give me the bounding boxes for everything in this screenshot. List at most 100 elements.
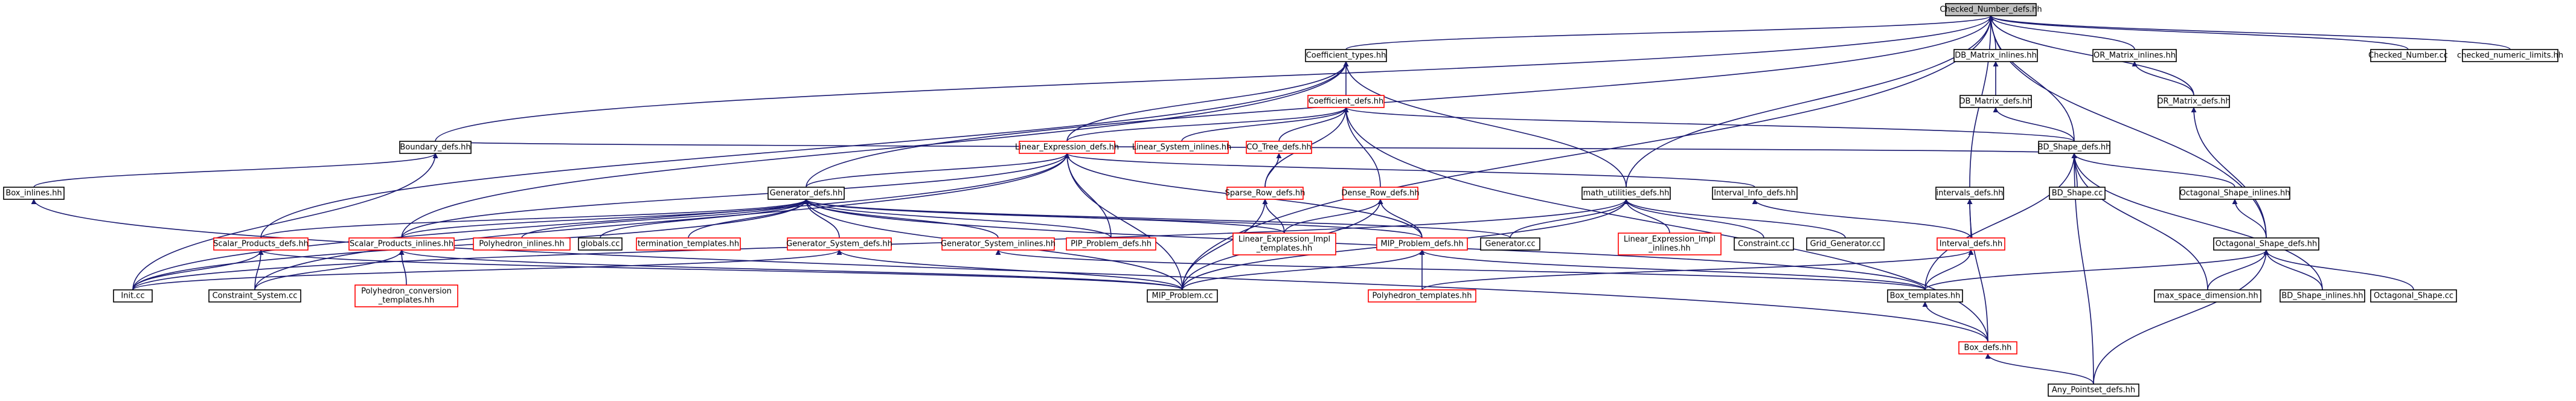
node-generator-system-inlines[interactable]: Generator_System_inlines.hh: [941, 237, 1056, 251]
node-or-matrix-defs[interactable]: OR_Matrix_defs.hh: [2157, 95, 2231, 108]
edge-generator-cc-to-math-utilities-defs: [1510, 199, 1629, 239]
node-label: BD_Shape.cc: [2052, 189, 2103, 198]
node-linear-expression-defs[interactable]: Linear_Expression_defs.hh: [1015, 141, 1119, 154]
node-coefficient-defs[interactable]: Coefficient_defs.hh: [1307, 95, 1385, 108]
node-bd-shape-inlines[interactable]: BD_Shape_inlines.hh: [2280, 289, 2365, 303]
edge-pip-problem-defs-to-generator-defs: [803, 199, 1112, 239]
node-box: [113, 289, 153, 303]
node-linear-system-inlines[interactable]: Linear_System_inlines.hh: [1132, 141, 1232, 154]
edge-bd-shape-defs-to-db-matrix-defs: [1993, 107, 2075, 142]
node-checked-numeric-limits[interactable]: checked_numeric_limits.hh: [2457, 49, 2563, 62]
node-octagonal-shape-defs[interactable]: Octagonal_Shape_defs.hh: [2213, 237, 2319, 251]
node-scalar-products-defs[interactable]: Scalar_Products_defs.hh: [213, 237, 309, 251]
node-coefficient-types[interactable]: Coefficient_types.hh: [1305, 49, 1387, 62]
node-checked-number-defs[interactable]: Checked_Number_defs.hh: [1940, 3, 2042, 16]
node-or-matrix-inlines[interactable]: OR_Matrix_inlines.hh: [2092, 49, 2177, 62]
node-layer: Checked_Number_defs.hhCoefficient_types.…: [3, 3, 2563, 397]
node-termination-templates[interactable]: termination_templates.hh: [636, 237, 741, 251]
edge-box-templates-to-octagonal-shape-defs: [1924, 249, 2269, 290]
node-generator-cc[interactable]: Generator.cc: [1480, 237, 1540, 251]
node-box-inlines[interactable]: Box_inlines.hh: [3, 187, 65, 200]
node-label: Grid_Generator.cc: [1810, 240, 1880, 249]
edge-linear-system-inlines-to-coefficient-defs: [1181, 107, 1349, 142]
node-box-defs[interactable]: Box_defs.hh: [1958, 341, 2017, 354]
node-generator-defs[interactable]: Generator_defs.hh: [767, 187, 845, 200]
edge-generator-defs-to-linear-expression-defs: [806, 153, 1070, 188]
node-interval-defs[interactable]: Interval_defs.hh: [1937, 237, 2005, 251]
node-label: Dense_Row_defs.hh: [1341, 189, 1419, 198]
edge-boundary-defs-to-checked-number-defs: [435, 15, 1994, 142]
node-mip-problem-defs[interactable]: MIP_Problem_defs.hh: [1376, 237, 1468, 251]
node-math-utilities-defs[interactable]: math_utilities_defs.hh: [1581, 187, 1671, 200]
node-label: BD_Shape_inlines.hh: [2281, 292, 2363, 301]
node-db-matrix-defs[interactable]: DB_Matrix_defs.hh: [1959, 95, 2033, 108]
node-box: [1232, 233, 1336, 255]
node-box: [2213, 237, 2319, 251]
node-mip-problem-cc[interactable]: MIP_Problem.cc: [1147, 289, 1218, 303]
node-box: [1953, 49, 2038, 62]
edge-mip-problem-defs-to-dense-row-defs: [1377, 199, 1423, 239]
edge-box-inlines-to-boundary-defs: [33, 153, 438, 188]
node-db-matrix-inlines[interactable]: DB_Matrix_inlines.hh: [1953, 49, 2038, 62]
node-label: termination_templates.hh: [638, 240, 739, 249]
node-co-tree-defs[interactable]: CO_Tree_defs.hh: [1246, 141, 1312, 154]
node-label: MIP_Problem.cc: [1152, 292, 1213, 301]
edge-mip-problem-cc-to-checked-number-defs: [1182, 15, 1994, 290]
node-box: [1246, 141, 1312, 154]
edge-mip-problem-cc-to-scalar-products-defs: [258, 249, 1183, 290]
edge-pip-problem-defs-to-linear-expression-defs: [1064, 153, 1112, 239]
node-box-templates[interactable]: Box_templates.hh: [1887, 289, 1963, 303]
node-sparse-row-defs[interactable]: Sparse_Row_defs.hh: [1225, 187, 1306, 200]
node-globals-cc[interactable]: globals.cc: [578, 237, 623, 251]
node-checked-number-cc[interactable]: Checked_Number.cc: [2368, 49, 2448, 62]
node-bd-shape-defs[interactable]: BD_Shape_defs.hh: [2038, 141, 2111, 154]
node-box: [1226, 187, 1304, 200]
node-polyhedron-templates[interactable]: Polyhedron_templates.hh: [1368, 289, 1476, 303]
edge-math-utilities-defs-to-coefficient-types: [1343, 61, 1627, 188]
edge-linear-expression-defs-to-coefficient-types: [1066, 61, 1349, 142]
node-pip-problem-defs[interactable]: PIP_Problem_defs.hh: [1066, 237, 1156, 251]
node-octagonal-shape-inlines[interactable]: Octagonal_Shape_inlines.hh: [2179, 187, 2290, 200]
node-polyhedron-conversion-templates[interactable]: Polyhedron_conversion_templates.hh: [354, 284, 458, 307]
node-polyhedron-inlines[interactable]: Polyhedron_inlines.hh: [473, 237, 571, 251]
node-any-pointset-defs[interactable]: Any_Pointset_defs.hh: [2048, 383, 2139, 397]
edge-box-templates-to-generator-system-inlines: [995, 249, 1926, 290]
node-intervals-defs[interactable]: intervals_defs.hh: [1935, 187, 2004, 200]
edge-or-matrix-inlines-to-checked-number-defs: [1988, 15, 2135, 50]
node-box: [2154, 289, 2261, 303]
node-generator-system-defs[interactable]: Generator_System_defs.hh: [786, 237, 892, 251]
edge-mip-problem-cc-to-linear-expression-defs: [1064, 153, 1183, 290]
node-max-space-dimension[interactable]: max_space_dimension.hh: [2154, 289, 2261, 303]
node-octagonal-shape-cc[interactable]: Octagonal_Shape.cc: [2370, 289, 2457, 303]
node-label: OR_Matrix_inlines.hh: [2094, 51, 2176, 60]
node-grid-generator-cc[interactable]: Grid_Generator.cc: [1806, 237, 1885, 251]
edge-box-templates-to-mip-problem-defs: [1419, 249, 1926, 290]
edge-or-matrix-defs-to-checked-number-defs: [1988, 15, 2194, 96]
node-linear-expression-impl-inlines[interactable]: Linear_Expression_Impl_inlines.hh: [1618, 233, 1722, 255]
node-bd-shape-cc[interactable]: BD_Shape.cc: [2049, 187, 2106, 200]
node-box: [348, 237, 455, 251]
edge-polyhedron-inlines-to-generator-defs: [521, 199, 809, 239]
edge-box-defs-to-box-templates: [1922, 301, 1988, 342]
node-boundary-defs[interactable]: Boundary_defs.hh: [399, 141, 472, 154]
node-constraint-cc[interactable]: Constraint.cc: [1734, 237, 1794, 251]
edge-scalar-products-inlines-to-generator-defs: [401, 199, 809, 239]
node-box: [1887, 289, 1963, 303]
node-box: [2048, 383, 2139, 397]
edge-mip-problem-defs-to-generator-defs: [803, 199, 1423, 239]
node-scalar-products-inlines[interactable]: Scalar_Products_inlines.hh: [348, 237, 455, 251]
node-label: _templates.hh: [1256, 244, 1313, 253]
node-box: [1958, 341, 2017, 354]
node-interval-info-defs[interactable]: Interval_Info_defs.hh: [1712, 187, 1798, 200]
node-label: Constraint_System.cc: [213, 292, 298, 301]
node-box: [767, 187, 845, 200]
node-linear-expression-impl-templates[interactable]: Linear_Expression_Impl_templates.hh: [1232, 233, 1336, 255]
node-dense-row-defs[interactable]: Dense_Row_defs.hh: [1341, 187, 1420, 200]
node-init-cc[interactable]: Init.cc: [113, 289, 153, 303]
edge-interval-info-defs-to-linear-expression-defs: [1064, 153, 1755, 188]
node-constraint-system-cc[interactable]: Constraint_System.cc: [208, 289, 301, 303]
node-box: [2370, 289, 2457, 303]
node-label: Checked_Number_defs.hh: [1940, 5, 2042, 14]
node-label: MIP_Problem_defs.hh: [1380, 240, 1463, 249]
node-box: [2049, 187, 2106, 200]
